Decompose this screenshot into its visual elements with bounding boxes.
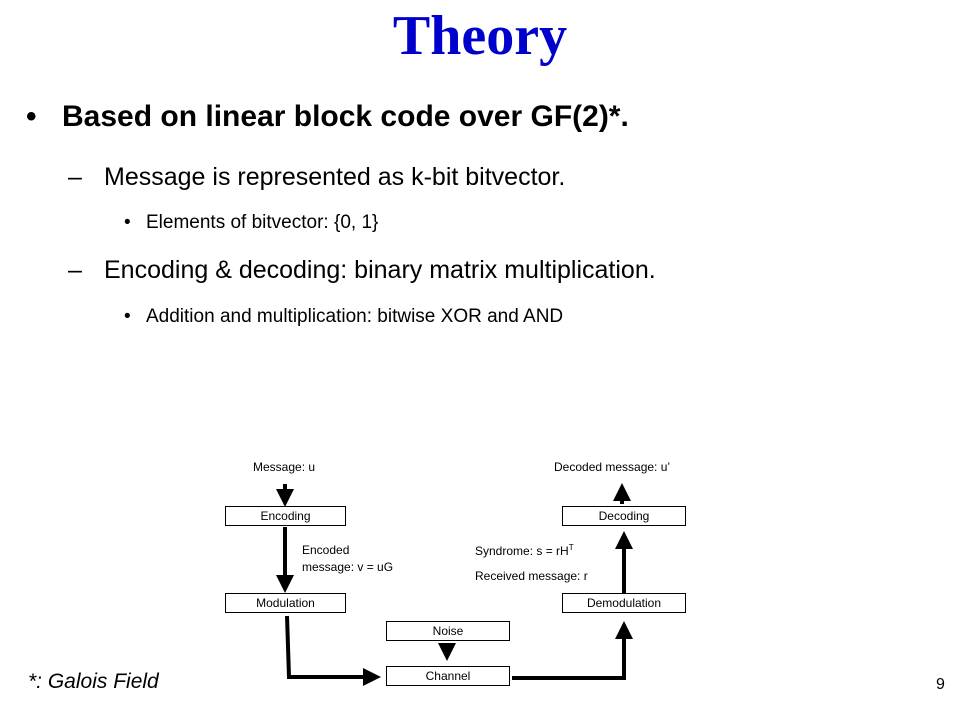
bullet-sub2-detail: • Addition and multiplication: bitwise X… [124, 306, 564, 328]
bullet-dot: • [26, 100, 37, 133]
bullet-sub1-text: Message is represented as k-bit bitvecto… [104, 163, 566, 191]
box-modulation: Modulation [225, 593, 346, 613]
bullet-sub2-detail-text: Addition and multiplication: bitwise XOR… [146, 306, 564, 327]
box-encoding: Encoding [225, 506, 346, 526]
bullet-dot: • [124, 212, 131, 233]
arrow-channel-to-demodulation [512, 621, 633, 680]
label-received-message: Received message: r [475, 569, 588, 583]
bullet-dot: • [124, 306, 131, 327]
bullet-sub2: – Encoding & decoding: binary matrix mul… [68, 256, 656, 285]
box-noise: Noise [386, 621, 510, 641]
label-syndrome-sup: T [568, 543, 574, 552]
box-demodulation: Demodulation [562, 593, 686, 613]
bullet-main: • Based on linear block code over GF(2)*… [26, 100, 629, 134]
footnote: *: Galois Field [28, 670, 159, 693]
box-channel: Channel [386, 666, 510, 686]
bullet-sub2-text: Encoding & decoding: binary matrix multi… [104, 256, 656, 284]
bullet-dash: – [68, 163, 82, 191]
bullet-sub1-detail-text: Elements of bitvector: {0, 1} [146, 212, 379, 233]
bullet-dash: – [68, 256, 82, 284]
label-syndrome: Syndrome: s = rHT [475, 543, 574, 558]
label-encoded-line2: message: v = uG [302, 560, 394, 574]
page-number: 9 [936, 676, 945, 693]
label-decoded-message: Decoded message: u’ [554, 460, 671, 474]
label-message: Message: u [253, 460, 316, 474]
arrow-modulation-to-channel [285, 615, 381, 686]
label-encoded-line1: Encoded [302, 543, 350, 557]
label-syndrome-text: Syndrome: s = rH [475, 544, 569, 558]
slide-title: Theory [392, 5, 568, 67]
bullet-sub1: – Message is represented as k-bit bitvec… [68, 163, 566, 192]
box-decoding: Decoding [562, 506, 686, 526]
bullet-main-text: Based on linear block code over GF(2)*. [62, 100, 629, 133]
bullet-sub1-detail: • Elements of bitvector: {0, 1} [124, 212, 379, 234]
